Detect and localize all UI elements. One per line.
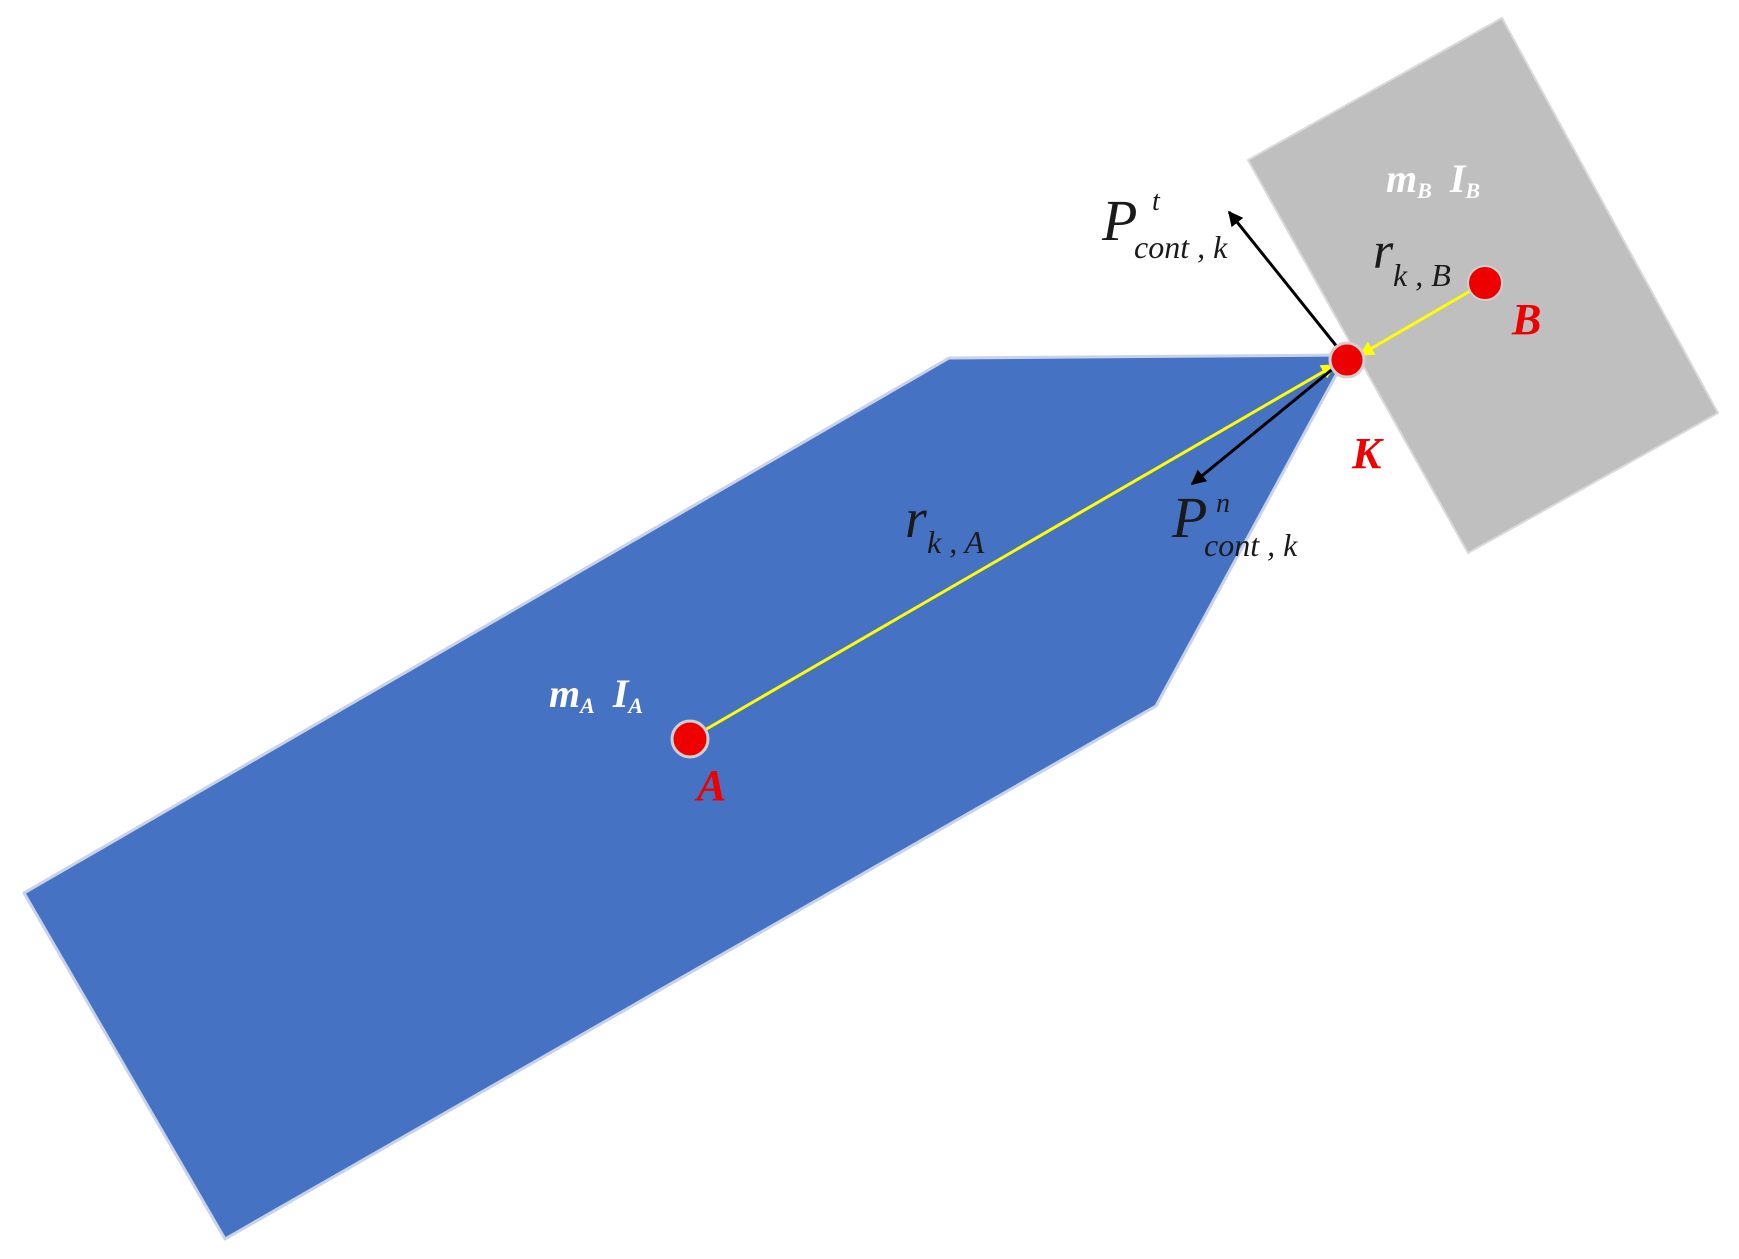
p-normal-superscript: n — [1216, 488, 1230, 519]
p-tangential-label: P t cont , k — [1101, 186, 1228, 265]
mass-b-subscript: B — [1416, 178, 1432, 203]
p-normal-label: P n cont , k — [1171, 485, 1298, 563]
mass-a-subscript: A — [578, 693, 595, 718]
p-tangential-arrow — [1227, 210, 1348, 359]
inertia-b-subscript: B — [1464, 178, 1480, 203]
p-normal-subscript: cont , k — [1204, 527, 1298, 563]
p-normal-symbol: P — [1171, 485, 1207, 550]
p-tangential-subscript: cont , k — [1134, 229, 1228, 265]
inertia-b-symbol: I — [1449, 156, 1467, 201]
r-k-a-arrow — [690, 363, 1337, 740]
point-a-dot — [670, 719, 710, 759]
point-b-dot — [1467, 265, 1503, 301]
r-k-b-arrow — [1358, 281, 1485, 357]
mass-b-symbol: m — [1386, 156, 1417, 201]
point-b-label: B — [1511, 295, 1541, 344]
r-k-b-symbol: r — [1373, 223, 1394, 280]
r-k-a-label: r k , A — [905, 488, 985, 560]
contact-point-k-dot — [1328, 341, 1366, 379]
inertia-a-symbol: I — [612, 671, 630, 716]
contact-point-k-label: K — [1351, 429, 1384, 478]
p-tangential-superscript: t — [1152, 186, 1161, 217]
r-k-a-symbol: r — [905, 488, 927, 550]
r-k-a-subscript: k , A — [927, 524, 985, 560]
mass-a-symbol: m — [549, 671, 580, 716]
p-tangential-symbol: P — [1101, 188, 1137, 253]
inertia-a-subscript: A — [626, 693, 643, 718]
body-a-shape — [22, 353, 1349, 1241]
r-k-b-subscript: k , B — [1393, 257, 1451, 293]
p-normal-arrow — [1190, 356, 1347, 486]
point-a-label: A — [694, 761, 726, 810]
r-k-b-label: r k , B — [1373, 223, 1451, 293]
